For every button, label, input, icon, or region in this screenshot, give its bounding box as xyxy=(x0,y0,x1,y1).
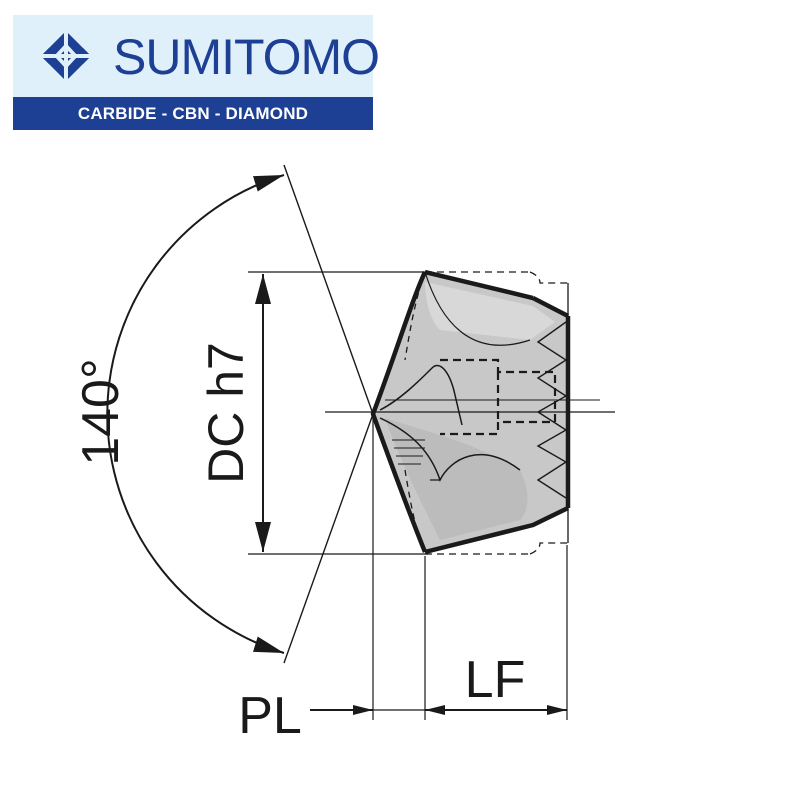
angle-arc xyxy=(106,174,285,654)
brand-name: SUMITOMO xyxy=(113,29,380,85)
hidden-shank-bottom xyxy=(425,542,568,555)
logo-top-panel: SUMITOMO xyxy=(13,15,380,97)
hidden-shank-top xyxy=(425,271,568,284)
flute-line-lower xyxy=(379,417,521,482)
flute-edge xyxy=(424,271,531,481)
angle-line-lower xyxy=(283,413,374,664)
sumitomo-diamond-icon xyxy=(39,29,93,83)
logo-tagline-bar: CARBIDE - CBN - DIAMOND xyxy=(13,97,373,130)
chisel-hatching xyxy=(392,439,425,465)
brand-tagline: CARBIDE - CBN - DIAMOND xyxy=(77,103,309,123)
flute-line-upper xyxy=(379,364,463,426)
hidden-bore xyxy=(440,358,557,436)
angle-label: 140° xyxy=(72,358,130,466)
brand-logo: SUMITOMO CARBIDE - CBN - DIAMOND xyxy=(13,15,380,130)
diameter-label: DC h7 xyxy=(198,342,254,484)
angle-line-upper xyxy=(283,164,374,415)
hidden-point-profile xyxy=(404,271,426,553)
functional-length-label: LF xyxy=(465,651,526,709)
point-length-label: PL xyxy=(238,687,302,745)
relief-face-upper xyxy=(425,282,555,340)
